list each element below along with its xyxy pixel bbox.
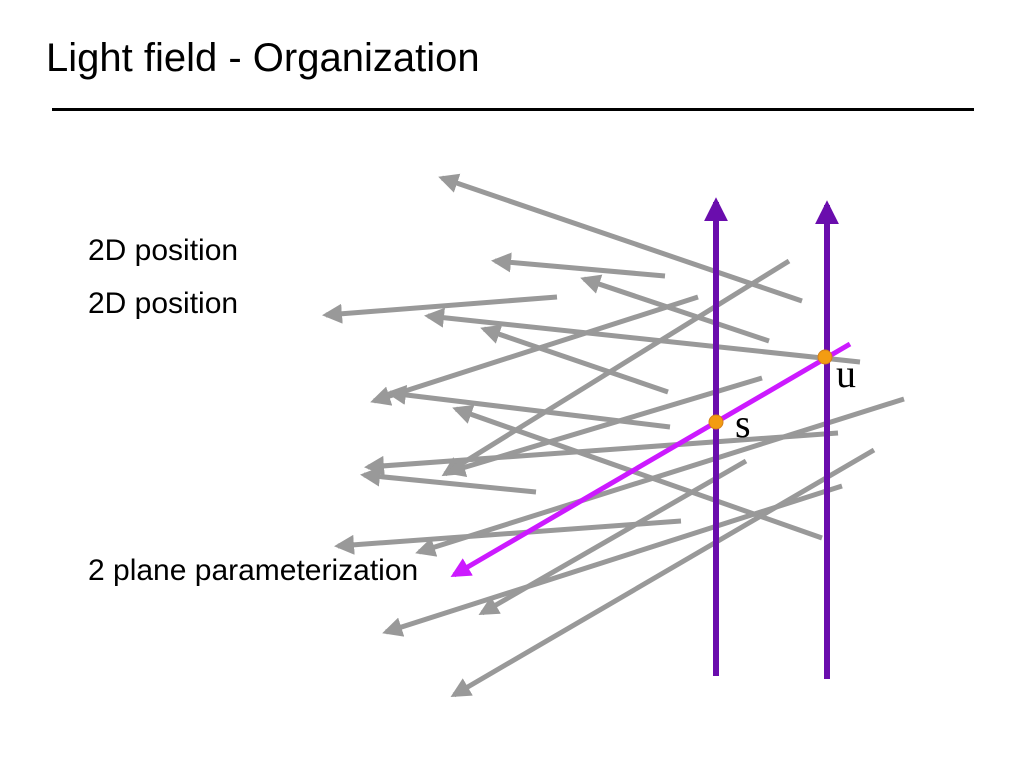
ray — [450, 447, 876, 698]
ray — [480, 324, 669, 395]
ray — [364, 430, 839, 476]
plane-u-label: u — [836, 351, 856, 396]
ray — [452, 404, 823, 541]
ray — [370, 294, 699, 406]
title-divider — [52, 108, 974, 111]
ray — [491, 252, 666, 279]
gray-rays — [322, 173, 905, 698]
label-2-plane-parameterization: 2 plane parameterization — [88, 554, 419, 587]
ray — [441, 258, 791, 477]
ray — [322, 294, 558, 324]
ray — [438, 173, 803, 304]
intersection-point-s — [708, 414, 724, 430]
plane-s-label: s — [735, 401, 751, 446]
label-2d-position-first: 2D position — [88, 234, 239, 267]
ray — [424, 307, 861, 365]
ray — [580, 274, 770, 344]
intersection-point-u — [817, 349, 833, 365]
ray — [360, 466, 537, 495]
ray — [415, 396, 905, 557]
ray — [334, 518, 682, 555]
label-2d-position-second: 2D position — [88, 287, 239, 320]
slide-title: Light field - Organization — [46, 36, 480, 80]
highlighted-ray — [450, 341, 852, 578]
